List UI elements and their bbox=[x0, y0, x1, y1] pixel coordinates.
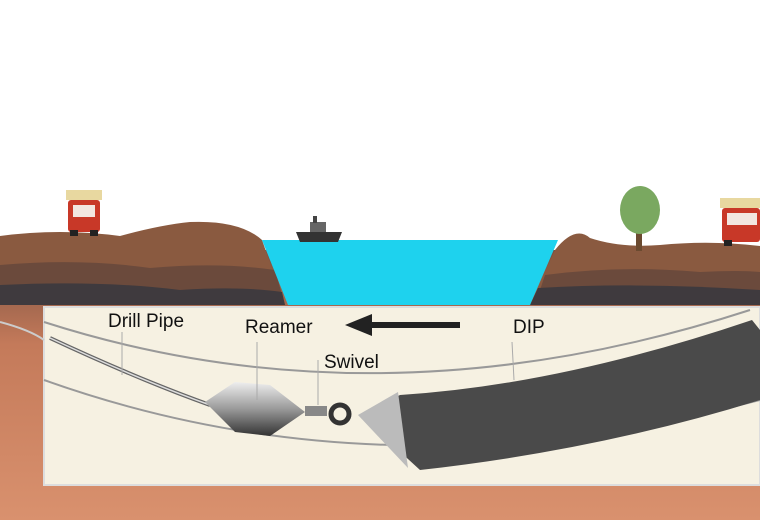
pilot-line bbox=[0, 321, 45, 341]
direction-arrow-icon bbox=[345, 314, 460, 336]
right-bank-deep bbox=[530, 285, 760, 305]
truck-right-icon bbox=[720, 198, 760, 246]
reamer bbox=[205, 382, 327, 436]
label-reamer: Reamer bbox=[245, 317, 313, 338]
label-drill-pipe: Drill Pipe bbox=[108, 311, 184, 332]
river-water bbox=[262, 240, 558, 305]
label-swivel: Swivel bbox=[324, 352, 379, 373]
truck-left-icon bbox=[66, 190, 102, 236]
boat-icon bbox=[296, 216, 342, 242]
left-bank-deep bbox=[0, 283, 285, 305]
swivel bbox=[328, 402, 352, 426]
label-dip: DIP bbox=[513, 317, 545, 338]
borehole-upper bbox=[43, 309, 751, 375]
tree-icon bbox=[620, 186, 660, 251]
dip-pipe bbox=[360, 320, 760, 470]
